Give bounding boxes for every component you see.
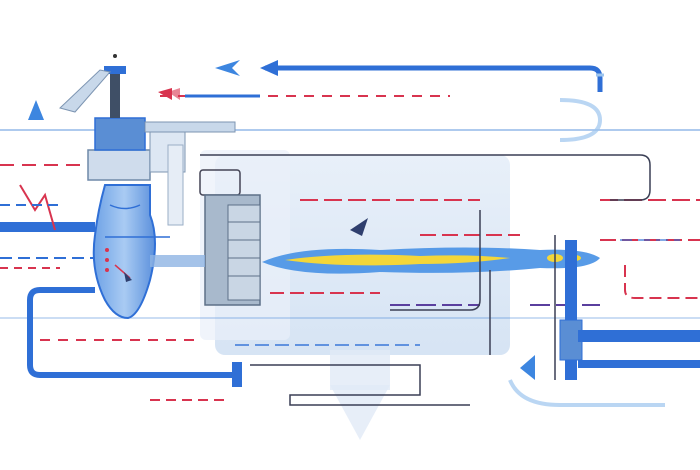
top-return-pipe bbox=[215, 60, 604, 142]
right-pipe-stack bbox=[508, 240, 700, 407]
pressure-vessel bbox=[92, 184, 170, 320]
flange-coupling bbox=[150, 169, 261, 306]
top-dashed-line bbox=[158, 88, 450, 100]
circuit-outline-lines bbox=[200, 154, 651, 406]
burner-flame-tube bbox=[262, 218, 600, 274]
valve-head-assembly bbox=[59, 54, 236, 226]
blue-connector-lines bbox=[0, 204, 680, 346]
lower-loop-pipe bbox=[27, 287, 242, 387]
